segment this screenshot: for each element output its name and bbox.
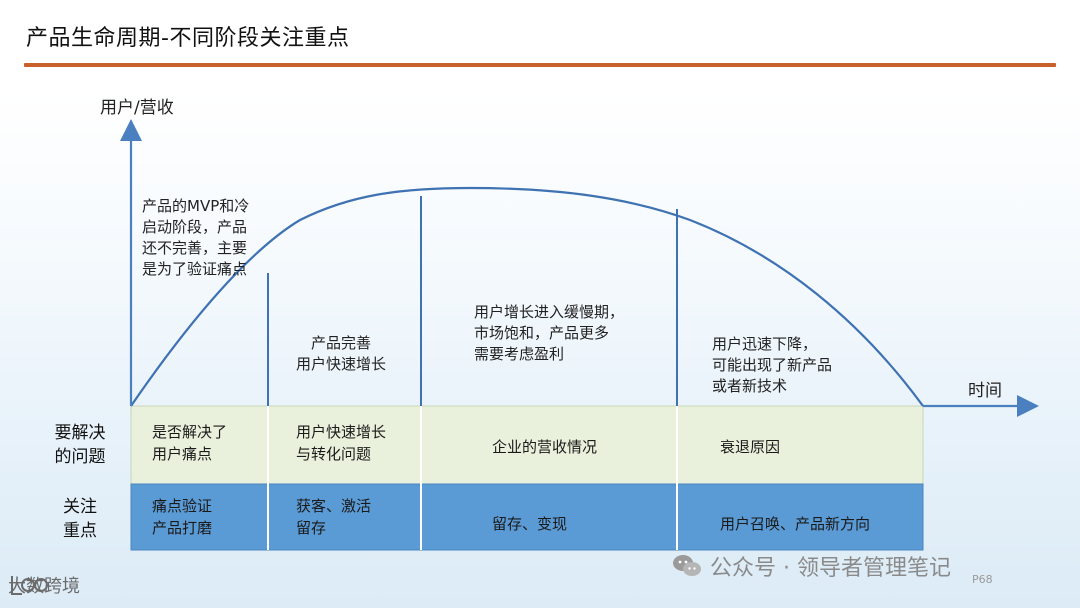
row-label-focus: 关注 重点 xyxy=(63,497,97,541)
lifecycle-curve xyxy=(130,186,924,407)
watermark-text: 公众号 · 领导者管理笔记 xyxy=(710,556,951,581)
focus-cell-3: 留存、变现 xyxy=(492,515,568,533)
problem-cell-1: 是否解决了 用户痛点 xyxy=(152,423,228,463)
focus-row-bg xyxy=(130,483,924,551)
x-axis-label: 时间 xyxy=(968,381,1002,401)
problem-cell-3: 企业的营收情况 xyxy=(492,438,598,456)
watermark: 公众号 · 领导者管理笔记 xyxy=(672,550,951,582)
y-axis-label: 用户/营收 xyxy=(100,98,174,118)
brand-name: 大数跨境 xyxy=(8,576,80,597)
focus-cell-1: 痛点验证 产品打磨 xyxy=(152,497,213,537)
problem-cell-4: 衰退原因 xyxy=(720,438,781,456)
problem-row-bg xyxy=(130,405,924,485)
problem-cell-2: 用户快速增长 与转化问题 xyxy=(296,423,387,463)
title-underline xyxy=(24,63,1056,67)
stage-4-note: 用户迅速下降， 可能出现了新产品 或者新技术 xyxy=(712,335,833,395)
page-title: 产品生命周期-不同阶段关注重点 xyxy=(26,26,350,51)
row-label-problem: 要解决 的问题 xyxy=(54,423,106,467)
header: 产品生命周期-不同阶段关注重点 xyxy=(0,0,1080,92)
focus-cell-4: 用户召唤、产品新方向 xyxy=(720,515,871,533)
wechat-icon xyxy=(672,553,702,579)
stage-2-note: 产品完善 用户快速增长 xyxy=(296,334,387,373)
focus-cell-2: 获客、激活 留存 xyxy=(296,497,372,537)
page-number: P68 xyxy=(972,573,993,586)
brand-mark-icon xyxy=(11,576,48,595)
brand-logo: 大数跨境 xyxy=(8,572,80,598)
stage-1-note: 产品的MVP和冷 启动阶段，产品 还不完善，主要 是为了验证痛点 xyxy=(142,197,250,278)
stage-3-note: 用户增长进入缓慢期， 市场饱和，产品更多 需要考虑盈利 xyxy=(474,303,625,363)
